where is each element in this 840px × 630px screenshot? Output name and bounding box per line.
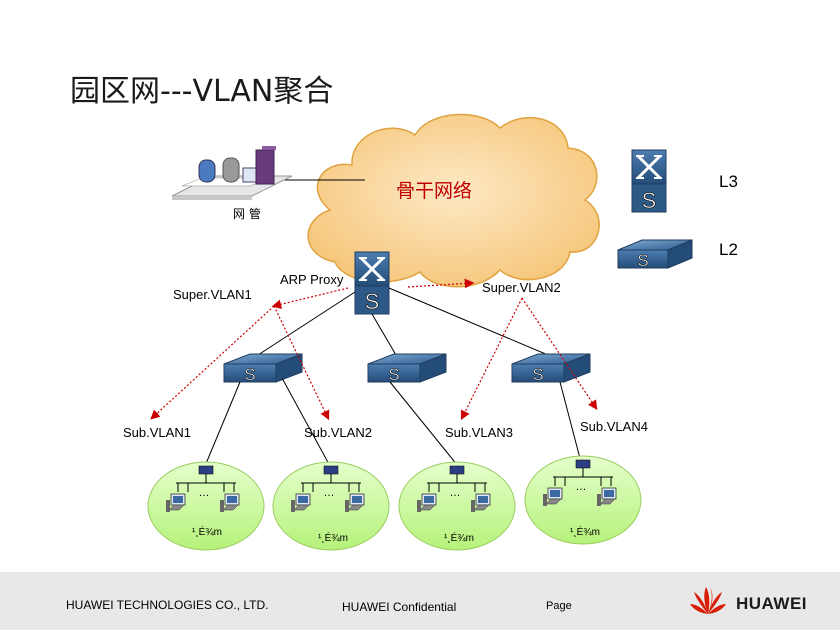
ellipsis-text: …	[576, 481, 587, 493]
host-label-2: ¹¸É¾­m	[318, 533, 348, 544]
level-l3-label: L3	[719, 172, 738, 191]
network-diagram: S S S S S S	[147, 113, 693, 551]
page-title: 园区网---VLAN聚合	[70, 74, 334, 109]
computer-icon	[543, 487, 563, 506]
footer-confidential: HUAWEI Confidential	[342, 600, 457, 614]
computer-icon	[345, 493, 365, 512]
hub-icon	[323, 465, 339, 475]
computer-icon	[597, 487, 617, 506]
sub-vlan-3-label: Sub.VLAN3	[445, 425, 513, 440]
svg-text:S: S	[244, 365, 255, 384]
management-label: 网 管	[233, 207, 261, 221]
host-label-4: ¹¸É¾­m	[570, 527, 600, 538]
core-switch: S	[354, 251, 390, 315]
svg-text:S: S	[532, 365, 543, 384]
host-label-3: ¹¸É¾­m	[444, 533, 474, 544]
footer-company: HUAWEI TECHNOLOGIES CO., LTD.	[66, 598, 269, 612]
hub-icon	[449, 465, 465, 475]
vlan-arrows	[150, 278, 598, 421]
host-group-2	[272, 461, 390, 551]
ellipsis-text: …	[199, 487, 210, 499]
hub-icon	[575, 459, 591, 469]
group-details: … … … …	[166, 459, 617, 512]
l3-switch: S	[631, 149, 667, 213]
management-station	[171, 146, 293, 200]
super-vlan-1-label: Super.VLAN1	[173, 287, 252, 302]
super-vlan-2-label: Super.VLAN2	[482, 280, 561, 295]
access-switch-2: S	[367, 353, 447, 384]
ellipsis-text: …	[450, 487, 461, 499]
core-links	[257, 287, 549, 356]
level-l2-label: L2	[719, 240, 738, 259]
arp-proxy-label: ARP Proxy	[280, 272, 344, 287]
hub-icon	[198, 465, 214, 475]
host-label-1: ¹¸É¾­m	[192, 527, 222, 538]
l2-switch: S	[617, 239, 693, 270]
host-group-1	[147, 461, 265, 551]
computer-icon	[471, 493, 491, 512]
switch-letter: S	[637, 251, 648, 270]
computer-icon	[417, 493, 437, 512]
huawei-logo-icon	[690, 587, 726, 614]
switch-letter: S	[642, 188, 657, 213]
access-links	[204, 377, 583, 467]
svg-text:S: S	[388, 365, 399, 384]
computer-icon	[291, 493, 311, 512]
computer-icon	[166, 493, 186, 512]
host-group-3	[398, 461, 516, 551]
sub-vlan-2-label: Sub.VLAN2	[304, 425, 372, 440]
footer-page: Page	[546, 600, 572, 612]
computer-icon	[220, 493, 240, 512]
sub-vlan-1-label: Sub.VLAN1	[123, 425, 191, 440]
access-switch-1: S	[223, 353, 303, 384]
ellipsis-text: …	[324, 487, 335, 499]
brand-name: HUAWEI	[736, 594, 807, 613]
backbone-label: 骨干网络	[396, 180, 473, 202]
access-switch-3: S	[511, 353, 591, 384]
host-group-4	[524, 455, 642, 545]
switch-letter: S	[365, 289, 380, 314]
sub-vlan-4-label: Sub.VLAN4	[580, 419, 648, 434]
backbone-cloud	[307, 113, 600, 288]
